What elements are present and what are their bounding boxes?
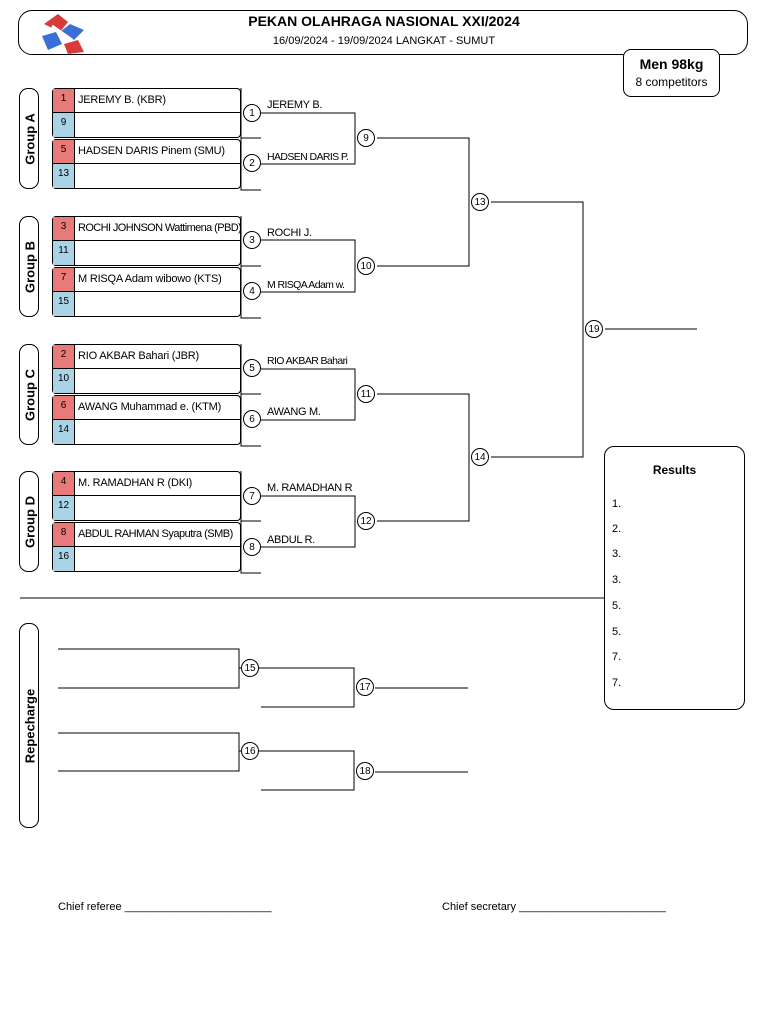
competitor-slot[interactable]: 6 AWANG Muhammad e. (KTM)	[52, 395, 241, 420]
competitor-slot[interactable]: 9	[52, 113, 241, 138]
match-15-number[interactable]: 15	[241, 659, 259, 677]
competitor-slot[interactable]: 14	[52, 420, 241, 445]
match-1-winner: JEREMY B.	[267, 99, 323, 111]
result-place: 5.	[612, 626, 622, 638]
seed-number: 11	[53, 241, 75, 265]
match-7-number[interactable]: 7	[243, 487, 261, 505]
match-7-winner: M. RAMADHAN R	[267, 482, 353, 494]
group-b-tab: Group B	[19, 216, 39, 317]
seed-number: 3	[53, 217, 75, 240]
match-1-number[interactable]: 1	[243, 104, 261, 122]
match-4-winner: M RISQA Adam w.	[267, 279, 345, 291]
competitor-slot[interactable]: 12	[52, 496, 241, 521]
seed-number: 12	[53, 496, 75, 520]
match-6-winner: AWANG M.	[267, 406, 321, 418]
match-13-number[interactable]: 13	[471, 193, 489, 211]
competitor-slot[interactable]: 11	[52, 241, 241, 266]
pon-logo	[42, 14, 84, 54]
results-box	[604, 446, 745, 710]
seed-number: 8	[53, 523, 75, 546]
match-5-winner: RIO AKBAR Bahari	[267, 355, 348, 367]
seed-number: 5	[53, 140, 75, 163]
competitor-slot[interactable]: 13	[52, 164, 241, 189]
seed-number: 16	[53, 547, 75, 571]
match-4-number[interactable]: 4	[243, 282, 261, 300]
competitor-slot[interactable]: 2 RIO AKBAR Bahari (JBR)	[52, 344, 241, 369]
seed-number: 1	[53, 89, 75, 112]
repechage-tab: Repecharge	[19, 623, 39, 828]
seed-number: 2	[53, 345, 75, 368]
match-12-number[interactable]: 12	[357, 512, 375, 530]
competitor-slot[interactable]: 1 JEREMY B. (KBR)	[52, 88, 241, 113]
match-18-number[interactable]: 18	[356, 762, 374, 780]
result-place: 7.	[612, 677, 622, 689]
competitor-slot[interactable]: 15	[52, 292, 241, 317]
category-title: Men 98kg	[639, 56, 704, 72]
competitor-slot[interactable]: 5 HADSEN DARIS Pinem (SMU)	[52, 139, 241, 164]
event-dates: 16/09/2024 - 19/09/2024 LANGKAT - SUMUT	[272, 35, 496, 47]
match-10-number[interactable]: 10	[357, 257, 375, 275]
result-place: 1.	[612, 498, 622, 510]
competitor-slot[interactable]: 3 ROCHI JOHNSON Wattimena (PBD)	[52, 216, 242, 241]
group-d-label: Group D	[22, 495, 38, 548]
result-place: 2.	[612, 523, 622, 535]
seed-number: 6	[53, 396, 75, 419]
competitor-name: JEREMY B. (KBR)	[78, 94, 166, 106]
match-2-number[interactable]: 2	[243, 154, 261, 172]
competitor-count: 8 competitors	[635, 75, 708, 89]
competitor-name: ABDUL RAHMAN Syaputra (SMB)	[78, 528, 233, 540]
match-9-number[interactable]: 9	[357, 129, 375, 147]
seed-number: 14	[53, 420, 75, 444]
match-5-number[interactable]: 5	[243, 359, 261, 377]
page-title: PEKAN OLAHRAGA NASIONAL XXI/2024	[248, 13, 520, 29]
match-14-number[interactable]: 14	[471, 448, 489, 466]
result-place: 3.	[612, 548, 622, 560]
competitor-slot[interactable]: 7 M RISQA Adam wibowo (KTS)	[52, 267, 241, 292]
competitor-name: M RISQA Adam wibowo (KTS)	[78, 273, 222, 285]
competitor-slot[interactable]: 10	[52, 369, 241, 394]
seed-number: 13	[53, 164, 75, 188]
competitor-name: ROCHI JOHNSON Wattimena (PBD)	[78, 222, 242, 234]
competitor-name: HADSEN DARIS Pinem (SMU)	[78, 145, 225, 157]
group-d-tab: Group D	[19, 471, 39, 572]
seed-number: 10	[53, 369, 75, 393]
header-box	[18, 10, 748, 55]
match-17-number[interactable]: 17	[356, 678, 374, 696]
group-c-label: Group C	[22, 368, 38, 421]
group-a-tab: Group A	[19, 88, 39, 189]
match-11-number[interactable]: 11	[357, 385, 375, 403]
competitor-slot[interactable]: 8 ABDUL RAHMAN Syaputra (SMB)	[52, 522, 241, 547]
seed-number: 9	[53, 113, 75, 137]
result-place: 3.	[612, 574, 622, 586]
group-b-label: Group B	[22, 240, 38, 293]
seed-number: 7	[53, 268, 75, 291]
match-3-number[interactable]: 3	[243, 231, 261, 249]
result-place: 5.	[612, 600, 622, 612]
match-2-winner: HADSEN DARIS P.	[267, 151, 349, 163]
match-6-number[interactable]: 6	[243, 410, 261, 428]
seed-number: 15	[53, 292, 75, 316]
match-8-winner: ABDUL R.	[267, 534, 315, 546]
category-box: Men 98kg 8 competitors	[623, 49, 720, 97]
competitor-name: RIO AKBAR Bahari (JBR)	[78, 350, 199, 362]
chief-secretary-signature[interactable]: Chief secretary ________________________	[442, 901, 666, 913]
result-place: 7.	[612, 651, 622, 663]
competitor-slot[interactable]: 16	[52, 547, 241, 572]
group-c-tab: Group C	[19, 344, 39, 445]
results-title: Results	[652, 463, 697, 477]
match-8-number[interactable]: 8	[243, 538, 261, 556]
seed-number: 4	[53, 472, 75, 495]
competitor-name: M. RAMADHAN R (DKI)	[78, 477, 193, 489]
competitor-name: AWANG Muhammad e. (KTM)	[78, 401, 222, 413]
match-16-number[interactable]: 16	[241, 742, 259, 760]
repechage-label: Repecharge	[22, 688, 38, 763]
chief-referee-signature[interactable]: Chief referee ________________________	[58, 901, 272, 913]
match-3-winner: ROCHI J.	[267, 227, 312, 239]
match-19-number[interactable]: 19	[585, 320, 603, 338]
competitor-slot[interactable]: 4 M. RAMADHAN R (DKI)	[52, 471, 241, 496]
group-a-label: Group A	[22, 112, 38, 165]
